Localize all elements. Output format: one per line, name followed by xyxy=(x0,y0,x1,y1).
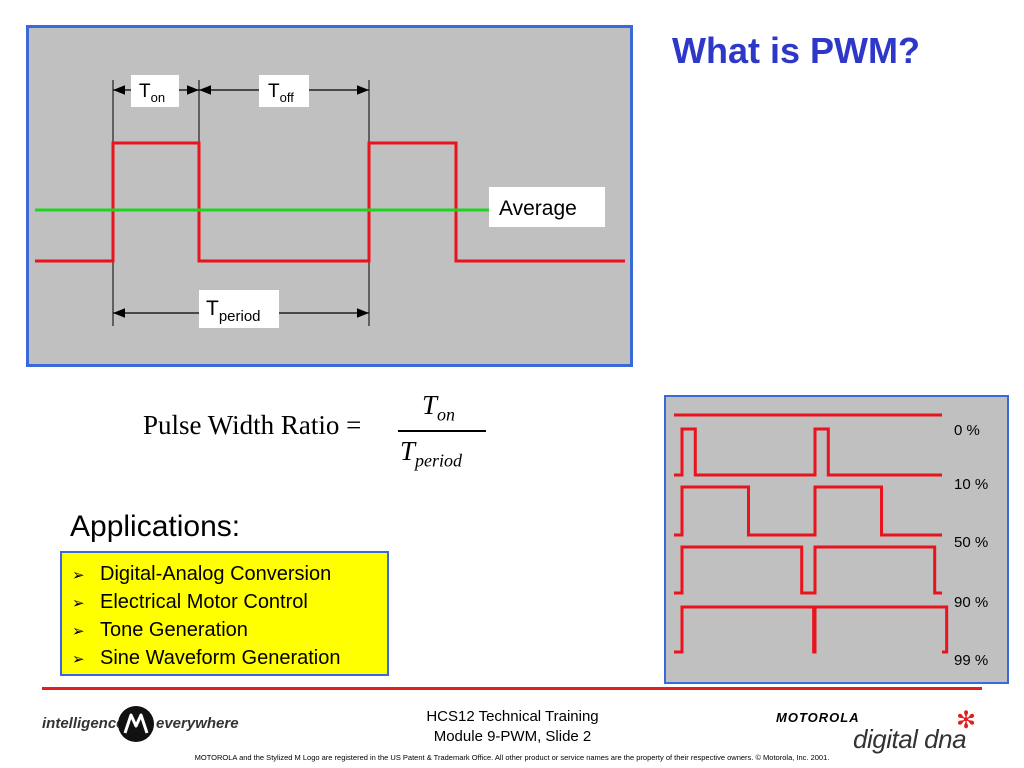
equation-lhs: Pulse Width Ratio = xyxy=(143,410,362,440)
equation-denominator: Tperiod xyxy=(400,436,463,471)
t-off-label-box xyxy=(259,75,309,107)
t-on-label: Ton xyxy=(139,81,165,105)
fraction-bar xyxy=(398,430,486,432)
duty-label: 90 % xyxy=(954,594,988,611)
course-title: HCS12 Technical Training xyxy=(426,708,599,725)
slide-footer-info: HCS12 Technical Training Module 9-PWM, S… xyxy=(380,707,645,747)
duty-waveform xyxy=(674,605,949,654)
list-item: ➢Sine Waveform Generation xyxy=(72,645,387,673)
duty-label: 0 % xyxy=(954,422,980,439)
t-off-label: Toff xyxy=(268,81,294,105)
t-period-label: Tperiod xyxy=(206,297,261,325)
equation-numerator: Ton xyxy=(422,390,456,425)
arrow-bullet-icon: ➢ xyxy=(72,651,85,668)
duty-cycle-svg: 0 % 10 % 50 % 90 % 99 % xyxy=(674,413,988,669)
t-on-label-box xyxy=(131,75,179,107)
list-item: ➢Digital-Analog Conversion xyxy=(72,561,387,589)
list-item: ➢Electrical Motor Control xyxy=(72,589,387,617)
arrow-bullet-icon: ➢ xyxy=(72,595,85,612)
tagline-intelligence: intelligence xyxy=(42,715,125,732)
motorola-m-logo-icon xyxy=(118,706,154,742)
arrow-bullet-icon: ➢ xyxy=(72,567,85,584)
t-period-label-box xyxy=(199,290,279,328)
brand-name: MOTOROLA xyxy=(776,710,860,725)
average-label-box xyxy=(489,187,605,227)
duty-label: 50 % xyxy=(954,534,988,551)
average-label: Average xyxy=(499,197,577,220)
duty-cycle-examples: 0 % 10 % 50 % 90 % 99 % xyxy=(664,395,1009,684)
footer-divider xyxy=(42,687,982,690)
duty-waveform xyxy=(674,427,942,477)
applications-list: ➢Digital-Analog Conversion ➢Electrical M… xyxy=(60,551,389,676)
duty-waveform xyxy=(674,545,942,595)
pwm-waveform-svg: Ton Toff Tperiod Average xyxy=(35,75,625,328)
list-item: ➢Tone Generation xyxy=(72,617,387,645)
duty-waveform xyxy=(674,485,942,537)
arrow-bullet-icon: ➢ xyxy=(72,623,85,640)
duty-label: 10 % xyxy=(954,476,988,493)
pwm-waveform-diagram: Ton Toff Tperiod Average xyxy=(26,25,633,367)
dna-star-icon: ✻ xyxy=(956,707,977,734)
duty-label: 99 % xyxy=(954,652,988,669)
legal-notice: MOTOROLA and the Stylized M Logo are reg… xyxy=(194,753,830,762)
module-slide-number: Module 9-PWM, Slide 2 xyxy=(433,728,592,745)
pulse-width-ratio-equation: Pulse Width Ratio = Ton Tperiod xyxy=(140,388,500,478)
applications-heading: Applications: xyxy=(70,510,241,543)
slide-title: What is PWM? xyxy=(672,30,920,71)
tagline-everywhere: everywhere xyxy=(156,715,239,732)
pwm-signal-line xyxy=(35,141,625,263)
brand-product: digital dna xyxy=(853,724,967,754)
